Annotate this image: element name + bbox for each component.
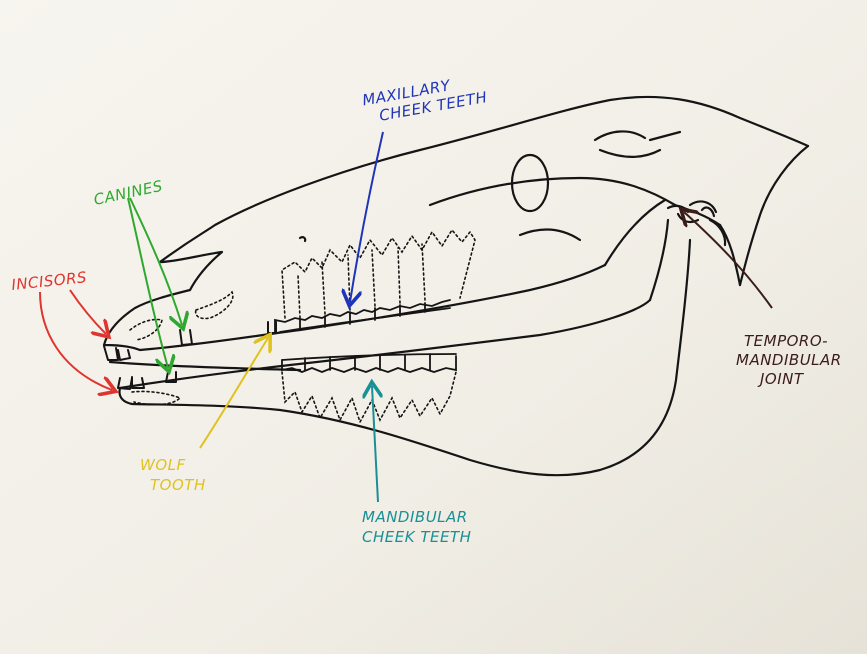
label-tmj-line1: TEMPORO- (744, 332, 828, 350)
label-tmj-line3: JOINT (757, 370, 805, 388)
label-mandibular-line2: CHEEK TEETH (362, 528, 471, 546)
label-mandibular-line1: MANDIBULAR (362, 508, 468, 526)
label-wolf-line1: WOLF (140, 456, 186, 474)
label-wolf-line2: TOOTH (150, 476, 206, 494)
label-tmj-line2: MANDIBULAR (736, 351, 842, 369)
